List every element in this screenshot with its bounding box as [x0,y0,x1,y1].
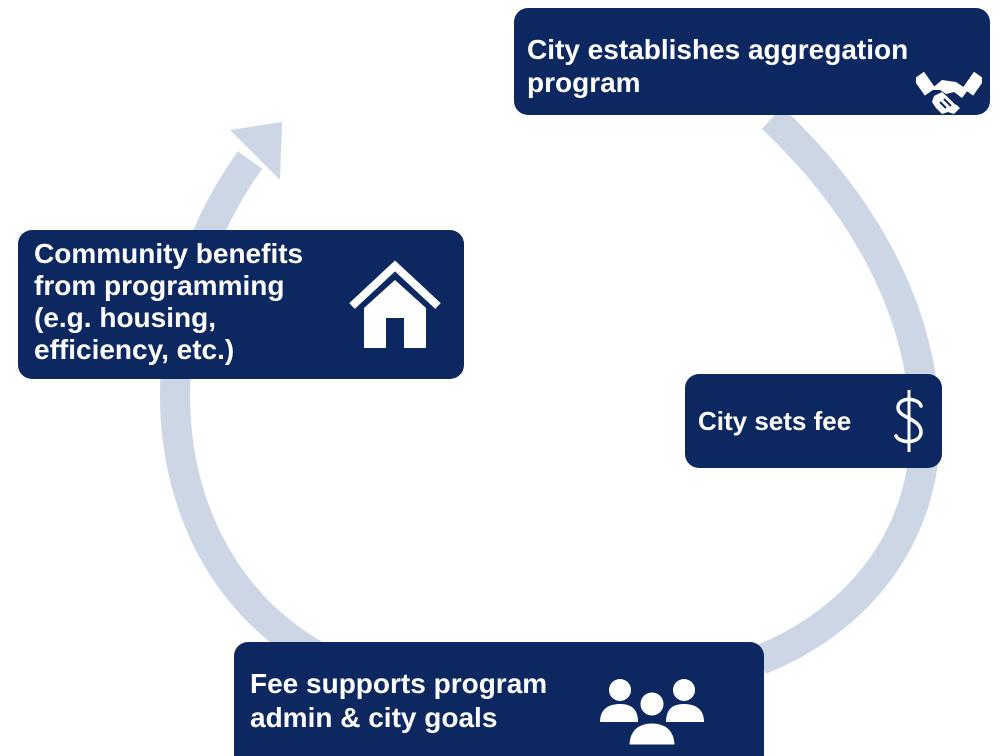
step-label: City sets fee [698,406,852,436]
house-icon [349,260,441,348]
handshake-icon [916,71,982,114]
step-fee-supports-program: Fee supports program admin & city goals [234,642,764,756]
step-community-benefits: Community benefits from programming (e.g… [18,230,464,379]
step-label: Community benefits from programming (e.g… [34,238,304,365]
step-city-sets-fee: City sets fee [685,374,942,468]
ring-arrowhead [230,122,282,180]
step-city-establishes-program: City establishes aggregation program [514,8,990,115]
step-label: City establishes aggregation program [527,34,909,98]
people-group-icon [600,679,704,748]
step-label: Fee supports program admin & city goals [250,668,548,733]
dollar-icon [894,390,923,452]
